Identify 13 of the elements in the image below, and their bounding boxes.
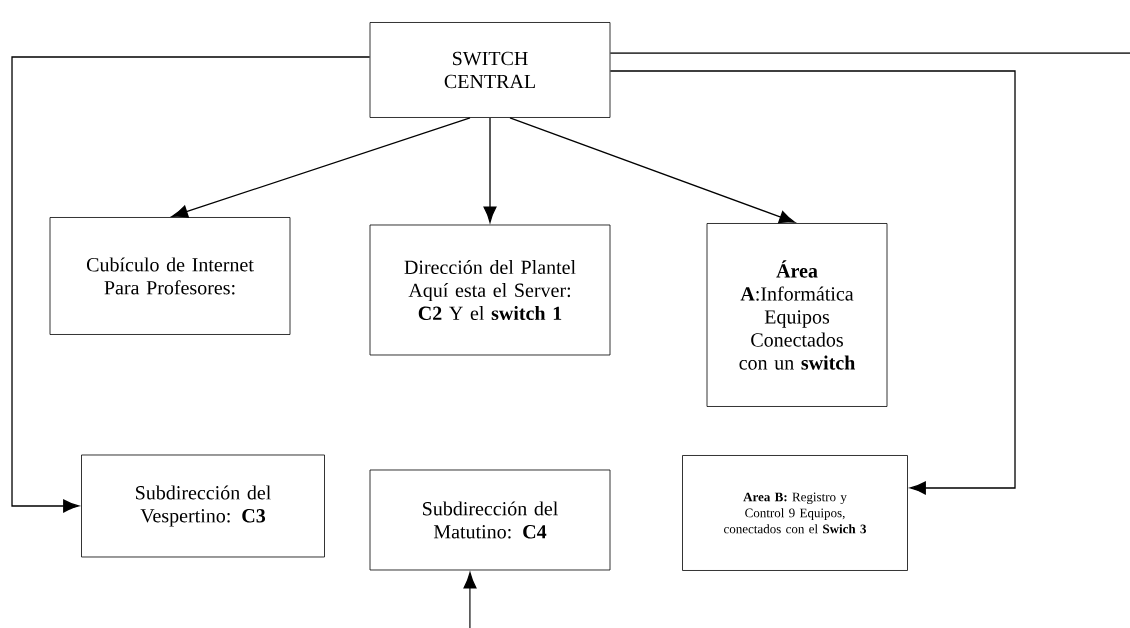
network-box: Area B: Registro y Control 9 Equipos, conectados con el Swich 3 — [682, 455, 908, 571]
arrow — [483, 117, 497, 223]
arrow — [11, 56, 371, 513]
arrow — [171, 117, 471, 218]
network-box: Subdirección del Matutino: C4 — [369, 469, 611, 571]
network-box: Área A:Informática Equipos Conectados con un switch — [706, 223, 888, 407]
network-box: Dirección del Plantel Aquí esta el Server: C2 Y el switch 1 — [369, 224, 611, 356]
arrow — [609, 70, 1016, 495]
arrow — [463, 572, 477, 628]
network-box: SWITCH CENTRAL — [369, 22, 611, 118]
network-box: Subdirección del Vespertino: C3 — [81, 454, 325, 558]
network-box: Cubículo de Internet Para Profesores: — [49, 217, 291, 335]
arrow — [509, 117, 796, 224]
